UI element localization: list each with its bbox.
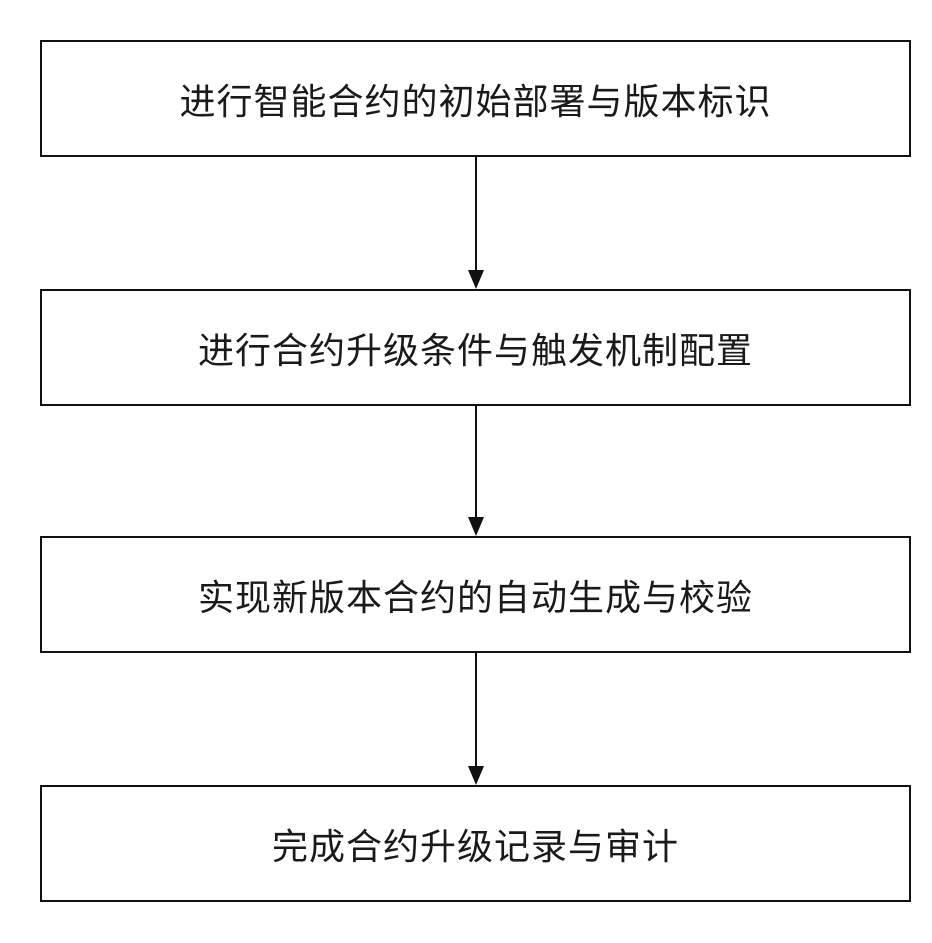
step-label: 实现新版本合约的自动生成与校验 xyxy=(198,569,753,621)
step-box-initial-deployment: 进行智能合约的初始部署与版本标识 xyxy=(40,40,911,157)
step-box-record-audit: 完成合约升级记录与审计 xyxy=(40,785,911,902)
step-label: 完成合约升级记录与审计 xyxy=(272,818,679,870)
arrow-step2-to-step3 xyxy=(468,406,484,536)
step-label: 进行合约升级条件与触发机制配置 xyxy=(198,322,753,374)
arrow-step1-to-step2 xyxy=(468,157,484,289)
step-box-auto-generation: 实现新版本合约的自动生成与校验 xyxy=(40,536,911,653)
step-box-upgrade-conditions: 进行合约升级条件与触发机制配置 xyxy=(40,289,911,406)
step-label: 进行智能合约的初始部署与版本标识 xyxy=(179,73,771,125)
arrow-step3-to-step4 xyxy=(468,653,484,785)
